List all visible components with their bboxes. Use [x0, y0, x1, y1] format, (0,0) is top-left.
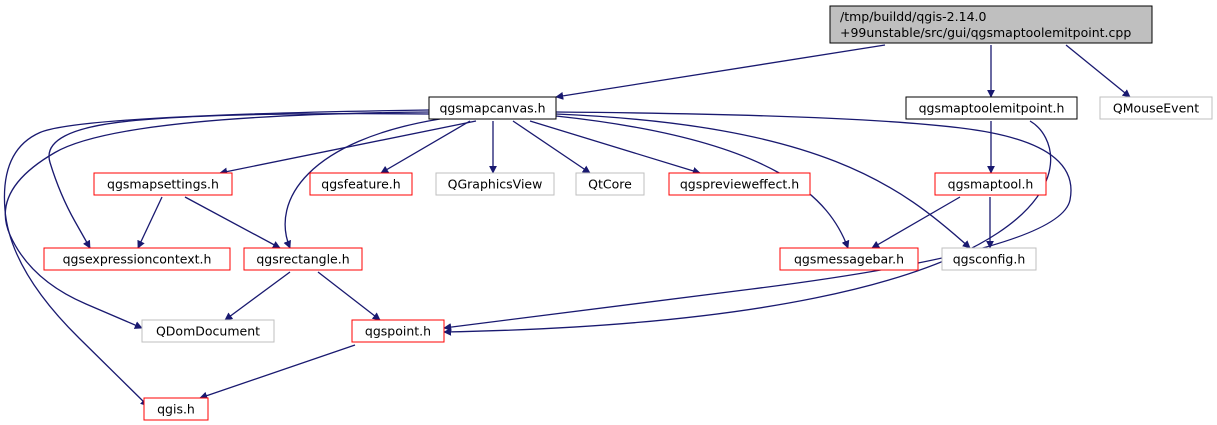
node-qgraphicsview[interactable]: QGraphicsView [435, 172, 555, 196]
node-box-qtcore [575, 172, 645, 196]
node-label-qgsmessagebar: qgsmessagebar.h [794, 252, 904, 267]
node-box-qgsprevieweffect [668, 172, 811, 196]
node-qgsmaptoolemitpoint[interactable]: qgsmaptoolemitpoint.h [905, 96, 1078, 120]
node-box-qgsmapcanvas [428, 96, 557, 120]
node-label-qgis: qgis.h [157, 402, 195, 417]
node-qgsexpressioncontext[interactable]: qgsexpressioncontext.h [43, 247, 231, 271]
node-box-qgraphicsview [435, 172, 555, 196]
node-label-qgsrectangle: qgsrectangle.h [256, 252, 349, 267]
node-label-qdomdocument: QDomDocument [156, 324, 260, 339]
edge-qgsmapcanvas-to-qgspoint [443, 111, 1072, 332]
node-qgsmapsettings[interactable]: qgsmapsettings.h [93, 172, 233, 196]
node-qgsmaptool[interactable]: qgsmaptool.h [934, 172, 1047, 196]
node-box-qgsexpressioncontext [43, 247, 231, 271]
node-box-qmouseevent [1099, 96, 1213, 120]
node-box-root [829, 5, 1153, 44]
node-qmouseevent[interactable]: QMouseEvent [1099, 96, 1213, 120]
node-label-qgsmapcanvas: qgsmapcanvas.h [439, 101, 545, 116]
node-qgsmessagebar[interactable]: qgsmessagebar.h [779, 247, 919, 271]
node-box-qgsrectangle [243, 247, 363, 271]
node-box-qgspoint [351, 319, 445, 343]
edge-qgsmapcanvas-to-qgsfeature [380, 120, 471, 174]
node-box-qgsmessagebar [779, 247, 919, 271]
node-label-qgsprevieweffect: qgsprevieweffect.h [680, 177, 799, 192]
node-label-qgraphicsview: QGraphicsView [448, 177, 543, 192]
edge-qgsmapcanvas-to-qgsmapsettings [219, 120, 477, 176]
node-box-qgsmaptool [934, 172, 1047, 196]
edge-root-to-qmouseevent [1065, 44, 1131, 98]
node-qgis[interactable]: qgis.h [143, 397, 209, 421]
edge-qgsrectangle-to-qdomdocument [224, 271, 291, 321]
node-box-qgsconfig [941, 247, 1037, 271]
node-root[interactable]: /tmp/buildd/qgis-2.14.0+99unstable/src/g… [829, 5, 1153, 44]
node-box-qdomdocument [141, 319, 275, 343]
node-box-qgis [143, 397, 209, 421]
edge-qgsmapsettings-to-qgsrectangle [184, 196, 281, 249]
node-label-qgsconfig: qgsconfig.h [953, 252, 1026, 267]
node-qgsconfig[interactable]: qgsconfig.h [941, 247, 1037, 271]
node-label-qmouseevent: QMouseEvent [1113, 101, 1199, 116]
edge-qgsmaptoolemitpoint-to-qgspoint [443, 120, 1052, 336]
node-label-root-line-1: /tmp/buildd/qgis-2.14.0 [840, 9, 986, 24]
edge-qgsrectangle-to-qgspoint [317, 271, 381, 321]
nodes-layer: /tmp/buildd/qgis-2.14.0+99unstable/src/g… [43, 5, 1213, 421]
edge-qgsmaptool-to-qgsmessagebar [871, 196, 961, 249]
node-label-qgsfeature: qgsfeature.h [321, 177, 400, 192]
node-label-qgsmaptool: qgsmaptool.h [948, 177, 1034, 192]
node-box-qgsmaptoolemitpoint [905, 96, 1078, 120]
edge-root-to-qgsmapcanvas [555, 44, 886, 100]
node-box-qgsfeature [309, 172, 413, 196]
node-label-qtcore: QtCore [588, 177, 632, 192]
node-qgsmapcanvas[interactable]: qgsmapcanvas.h [428, 96, 557, 120]
node-label-qgsmaptoolemitpoint: qgsmaptoolemitpoint.h [919, 101, 1065, 116]
node-qgsrectangle[interactable]: qgsrectangle.h [243, 247, 363, 271]
edge-qgsmapcanvas-to-qdomdocument [4, 111, 431, 329]
edge-qgsmapcanvas-to-qgsexpressioncontext [48, 112, 430, 249]
edge-qgspoint-to-qgis [199, 344, 356, 400]
node-label-qgsexpressioncontext: qgsexpressioncontext.h [63, 252, 212, 267]
node-qtcore[interactable]: QtCore [575, 172, 645, 196]
node-label-root-line-2: +99unstable/src/gui/qgsmaptoolemitpoint.… [840, 25, 1131, 40]
edge-qgsmapcanvas-to-qgsconfig [555, 113, 971, 249]
edge-qgsmapcanvas-to-qgis [3, 109, 430, 407]
edge-qgsmapsettings-to-qgsexpressioncontext [137, 196, 163, 249]
node-qgspoint[interactable]: qgspoint.h [351, 319, 445, 343]
edge-qgsmapcanvas-to-qgsrectangle [283, 118, 441, 249]
node-box-qgsmapsettings [93, 172, 233, 196]
edge-qgsmapcanvas-to-qgsprevieweffect [529, 120, 701, 175]
node-qgsfeature[interactable]: qgsfeature.h [309, 172, 413, 196]
node-label-qgspoint: qgspoint.h [365, 324, 431, 339]
node-qdomdocument[interactable]: QDomDocument [141, 319, 275, 343]
node-qgsprevieweffect[interactable]: qgsprevieweffect.h [668, 172, 811, 196]
edge-qgsmapcanvas-to-qtcore [512, 120, 591, 174]
node-label-qgsmapsettings: qgsmapsettings.h [107, 177, 219, 192]
